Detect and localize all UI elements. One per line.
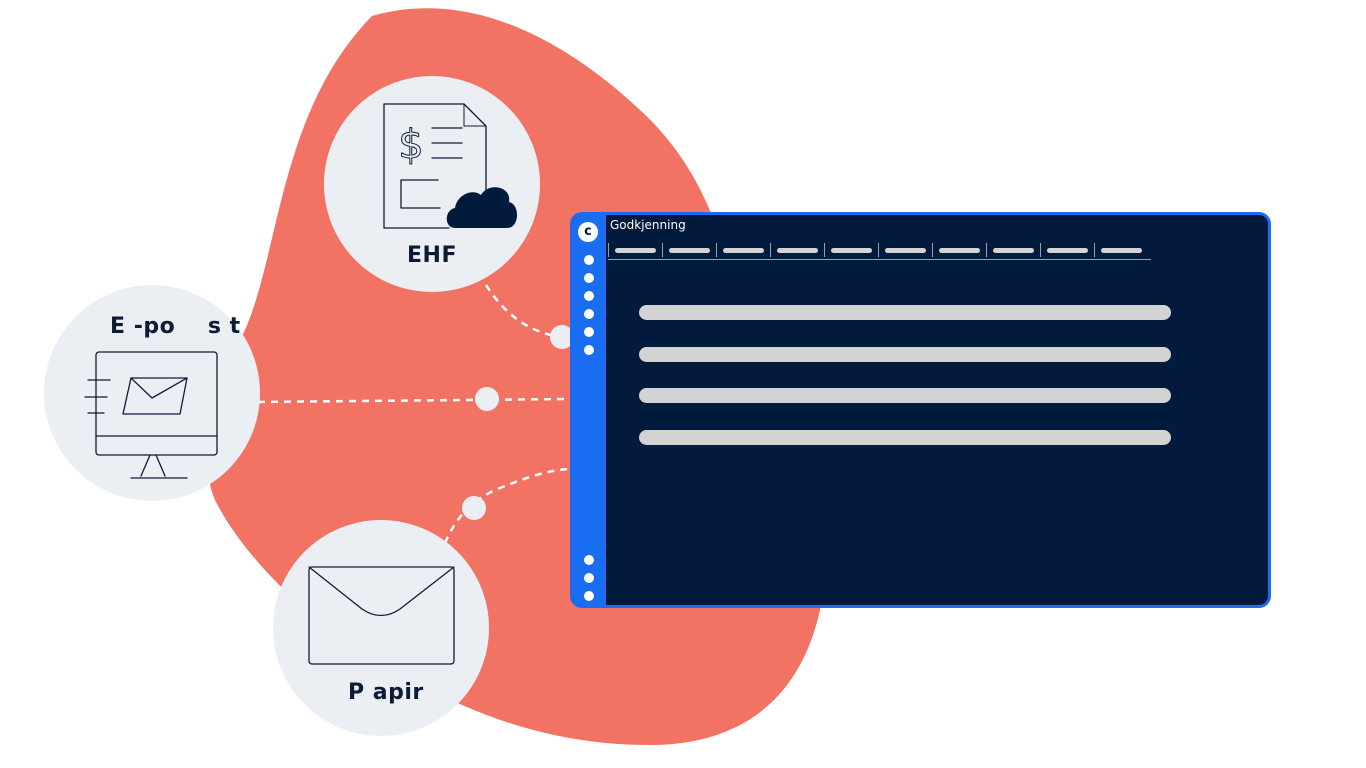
sidebar-nav-item[interactable] [584,345,594,355]
app-logo[interactable]: c [578,222,598,242]
node-circle-papir [273,520,489,736]
app-tab-bar [608,241,1151,260]
app-tab[interactable] [662,243,716,257]
app-tab[interactable] [770,243,824,257]
content-placeholder-line [639,388,1171,403]
app-tab[interactable] [932,243,986,257]
app-sidebar: c [573,215,606,605]
node-label-papir: P apir [348,680,424,705]
app-tab[interactable] [608,243,662,257]
sidebar-nav-item[interactable] [584,591,594,601]
app-tab[interactable] [824,243,878,257]
sidebar-nav-item[interactable] [584,255,594,265]
envelope-icon [308,566,455,665]
connector-papir [443,467,571,544]
sidebar-nav-item[interactable] [584,573,594,583]
svg-text:$: $ [398,122,423,168]
content-placeholder-line [639,346,1171,362]
app-tab[interactable] [878,243,932,257]
content-placeholder-line [639,305,1171,320]
connector-joint-papir [462,496,486,520]
node-circle-epost [44,285,260,501]
content-placeholder-line [639,429,1171,445]
app-tab[interactable] [1094,243,1148,257]
invoice-cloud-icon: $ [383,103,518,229]
sidebar-nav-item[interactable] [584,273,594,283]
sidebar-nav-item[interactable] [584,291,594,301]
sidebar-nav-item[interactable] [584,327,594,337]
app-tab[interactable] [1040,243,1094,257]
app-title: Godkjenning [610,218,686,232]
connector-joint-epost [475,387,499,411]
node-label-epost: E -po s t [110,314,241,339]
sidebar-nav-item[interactable] [584,555,594,565]
app-window: c Godkjenning [570,212,1271,608]
app-tab[interactable] [716,243,770,257]
node-label-ehf: EHF [407,243,457,268]
monitor-mail-icon [84,351,218,479]
app-tab[interactable] [986,243,1040,257]
connector-joint-ehf [550,325,574,349]
connector-epost [257,397,571,404]
sidebar-nav-item[interactable] [584,309,594,319]
